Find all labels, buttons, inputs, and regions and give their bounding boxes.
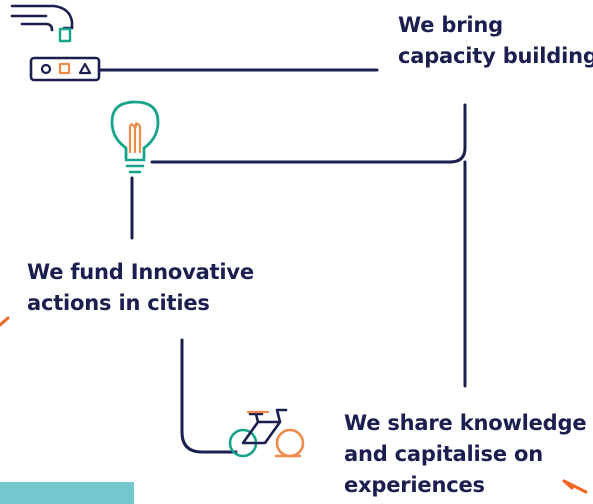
capacity-line-1: We bring (398, 13, 503, 37)
bike-frame (241, 408, 288, 445)
share-line-3: experiences (344, 473, 485, 497)
capacity-building-text: We bring capacity building (398, 10, 593, 72)
share-knowledge-text: We share knowledge and capitalise on exp… (344, 408, 587, 501)
fund-line-2: actions in cities (27, 291, 210, 315)
bulb-glass (110, 100, 160, 160)
bicycle-icon (228, 408, 305, 458)
accent-arrows (0, 316, 588, 494)
bulb-filament (128, 122, 142, 154)
slot-square (58, 62, 71, 75)
hand-outline (10, 4, 74, 32)
share-line-2: and capitalise on (344, 442, 543, 466)
teal-bar (0, 482, 134, 504)
slot-circle (40, 63, 52, 75)
hand-inserting-card-icon (10, 4, 101, 82)
fund-innovative-text: We fund Innovative actions in cities (27, 257, 254, 319)
accent-arrow-right (562, 479, 588, 494)
share-line-1: We share knowledge (344, 411, 587, 435)
accent-arrow-left (0, 316, 10, 327)
bulb-base (124, 158, 146, 174)
capacity-line-2: capacity building (398, 44, 593, 68)
bike-front-wheel (275, 428, 305, 458)
slot-triangle (78, 62, 92, 75)
card (58, 27, 72, 43)
fund-line-1: We fund Innovative (27, 260, 254, 284)
card-slot-box (29, 56, 101, 82)
lightbulb-icon (110, 100, 160, 174)
bike-connector (180, 338, 238, 454)
trunk-connector (150, 103, 467, 164)
connector-lines (98, 68, 467, 454)
